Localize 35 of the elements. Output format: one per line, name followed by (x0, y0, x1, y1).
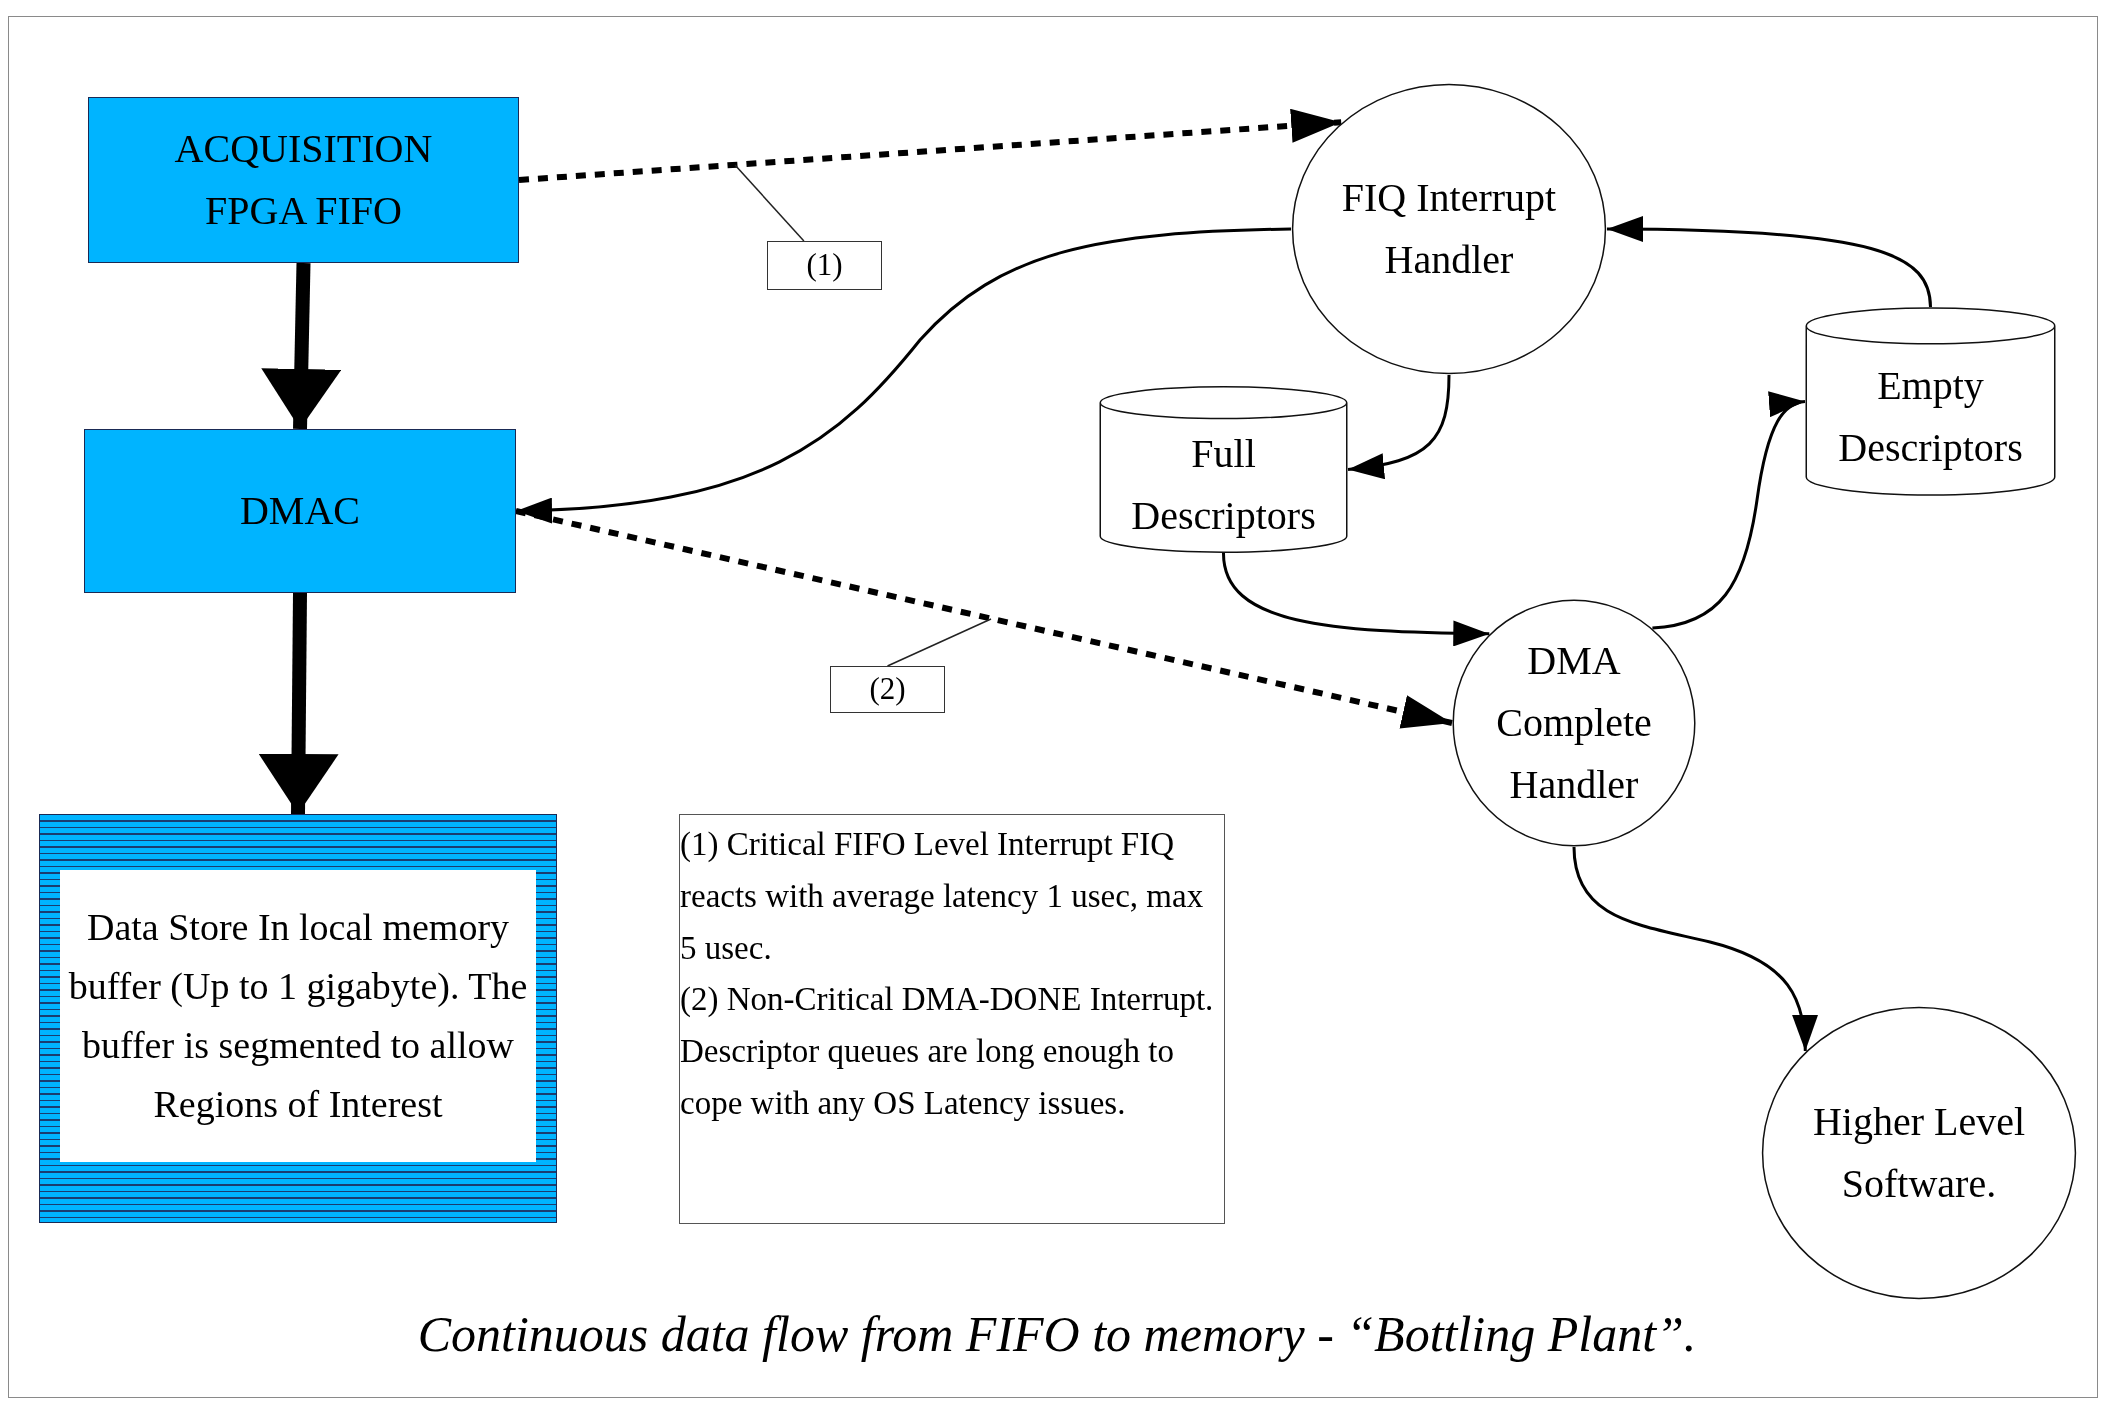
arrow (1607, 216, 1932, 308)
process-box (88, 97, 519, 263)
node-label: Full Descriptors (1131, 429, 1316, 540)
notes-box (679, 814, 1225, 1224)
arrow (1222, 552, 1490, 647)
callout-box (767, 241, 882, 290)
handler-circle (1291, 83, 1607, 375)
process-box (84, 429, 516, 593)
node-label: Higher Level Software. (1811, 1098, 2027, 1208)
data-store-box (39, 814, 557, 1223)
arrow (1347, 374, 1451, 479)
node-label: ACQUISITION FPGA FIFO (173, 125, 434, 235)
node-label: (2) (869, 670, 906, 709)
leader-line (734, 164, 805, 242)
node-label: Empty Descriptors (1838, 361, 2023, 472)
handler-circle (1452, 599, 1696, 847)
software-circle (1761, 1006, 2077, 1300)
node-label: (1) (806, 246, 843, 285)
arrow (261, 262, 342, 430)
arrow (258, 592, 339, 815)
descriptor-queue-cylinder (1805, 307, 2056, 496)
arrow (1572, 846, 1818, 1051)
note-text: (1) Critical FIFO Level Interrupt FIQ reacts with average latency 1 usec, max 5 usec. (680, 825, 1205, 968)
arrow (1652, 393, 1806, 630)
leader-line (886, 618, 992, 667)
caption: Continuous data flow from FIFO to memory - “Bottling Plant”. (416, 1305, 1698, 1363)
note-text: (2) Non-Critical DMA-DONE Interrupt. Descriptor queues are long enough to cope with any OS Latency issues. (680, 980, 1215, 1123)
node-label: DMAC (240, 487, 360, 535)
node-label: DMA Complete Handler (1495, 637, 1653, 809)
arrow (515, 508, 1453, 729)
descriptor-queue-cylinder (1099, 386, 1348, 553)
callout-box (830, 666, 945, 713)
arrow (518, 108, 1342, 183)
node-label: FIQ Interrupt Handler (1340, 174, 1558, 284)
node-label: Data Store In local memory buffer (Up to 1 gigabyte). The buffer is segmented to allow Regions of Interest (67, 905, 529, 1127)
